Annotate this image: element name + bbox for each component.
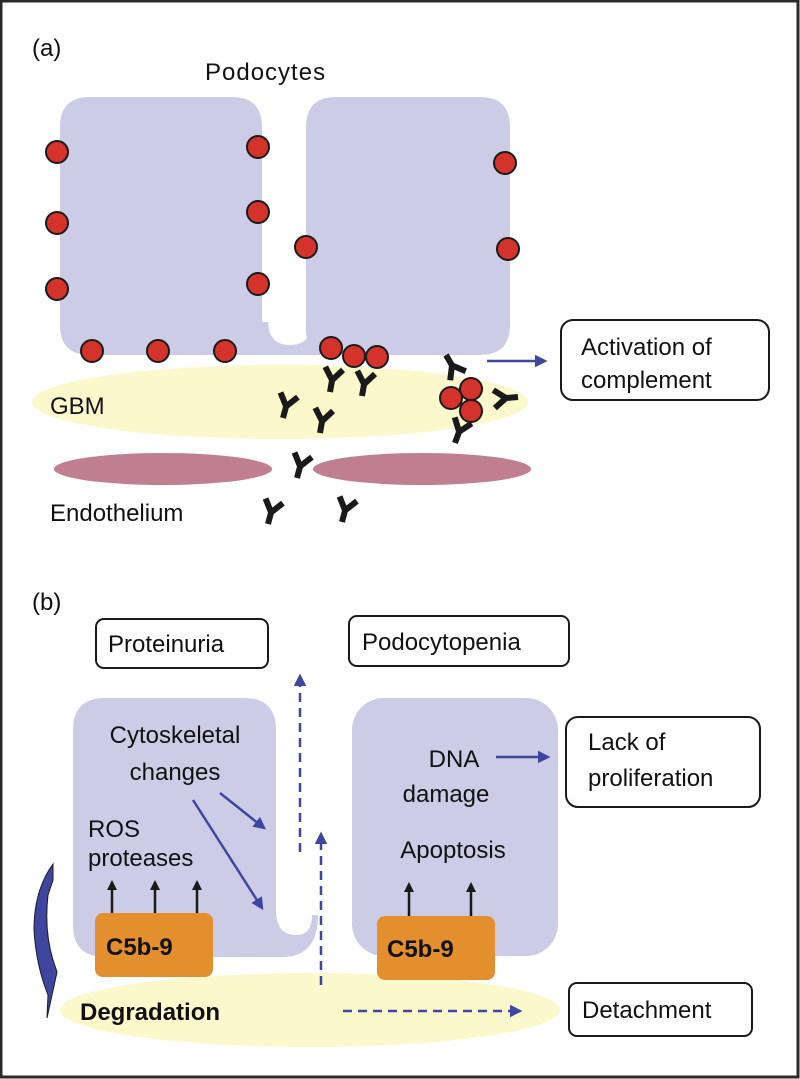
- slit-channel: [262, 290, 306, 322]
- gbm-membrane-b: [60, 973, 560, 1047]
- detachment-box: [568, 982, 753, 1037]
- antigen-dot: [342, 344, 366, 368]
- proteinuria-label: Proteinuria: [108, 631, 225, 658]
- apoptosis-label: Apoptosis: [400, 837, 505, 864]
- proteases-label: proteases: [88, 845, 193, 872]
- curved-cycle-arrow-icon: [33, 862, 58, 1019]
- antigen-dot: [319, 336, 343, 360]
- podocyte-cell-b-right: [352, 698, 558, 956]
- proteinuria-box: [95, 618, 269, 669]
- antigen-dot: [246, 200, 270, 224]
- podocyte-cell-left: [60, 97, 290, 355]
- antigen-dot: [246, 135, 270, 159]
- slit-gap-b: [284, 906, 308, 930]
- antigen-dot: [365, 345, 389, 369]
- activation-line1: Activation of: [581, 334, 712, 361]
- endothelium-right: [313, 453, 531, 485]
- endothelium-left: [54, 453, 272, 485]
- c5b9-left-label: C5b-9: [106, 934, 173, 961]
- podocytopenia-label: Podocytopenia: [362, 629, 521, 656]
- cytoskeletal-arrow-lower: [191, 799, 264, 911]
- antigen-dot: [459, 377, 483, 401]
- lack-of-proliferation-box: [565, 716, 761, 808]
- panel-a-label: (a): [32, 35, 61, 62]
- podocyte-cell-b-left: [73, 698, 318, 957]
- antigen-dot: [294, 235, 318, 259]
- antigen-dots: [45, 135, 520, 369]
- antigen-dot: [80, 339, 104, 363]
- antigen-dot: [146, 339, 170, 363]
- antigen-dot: [439, 386, 463, 410]
- antigen-dot: [213, 339, 237, 363]
- antigen-dot: [45, 211, 69, 235]
- c5b9-complex-left: [95, 913, 213, 977]
- dna-label: DNA: [429, 746, 480, 773]
- immune-complex: [439, 377, 483, 423]
- activation-line2: complement: [581, 367, 712, 394]
- antigen-dot: [493, 151, 517, 175]
- antigen-dot: [45, 140, 69, 164]
- podocyte-cell-right: [306, 97, 510, 355]
- antigen-dot: [459, 399, 483, 423]
- damage-label: damage: [403, 781, 490, 808]
- lack-line2: proliferation: [588, 765, 713, 792]
- foot-process-left: [255, 320, 320, 355]
- podocytopenia-box: [348, 615, 570, 667]
- antigen-dot: [246, 272, 270, 296]
- podocytes-title: Podocytes: [205, 59, 326, 86]
- c5b9-right-label: C5b-9: [387, 936, 454, 963]
- cytoskeletal-line1: Cytoskeletal: [110, 722, 241, 749]
- gbm-membrane-a: [32, 365, 528, 439]
- degradation-label: Degradation: [80, 999, 220, 1026]
- antigen-dot: [45, 277, 69, 301]
- gbm-label: GBM: [50, 393, 105, 420]
- ros-label: ROS: [88, 816, 140, 843]
- cytoskeletal-arrow-upper: [219, 792, 266, 830]
- c5b9-complex-right: [377, 916, 495, 980]
- endothelium-label: Endothelium: [50, 500, 183, 527]
- panel-b-label: (b): [32, 589, 61, 616]
- detachment-label: Detachment: [582, 997, 712, 1024]
- activation-of-complement-box: [560, 319, 770, 401]
- cytoskeletal-line2: changes: [130, 759, 221, 786]
- lack-line1: Lack of: [588, 729, 666, 756]
- antigen-dot: [496, 237, 520, 261]
